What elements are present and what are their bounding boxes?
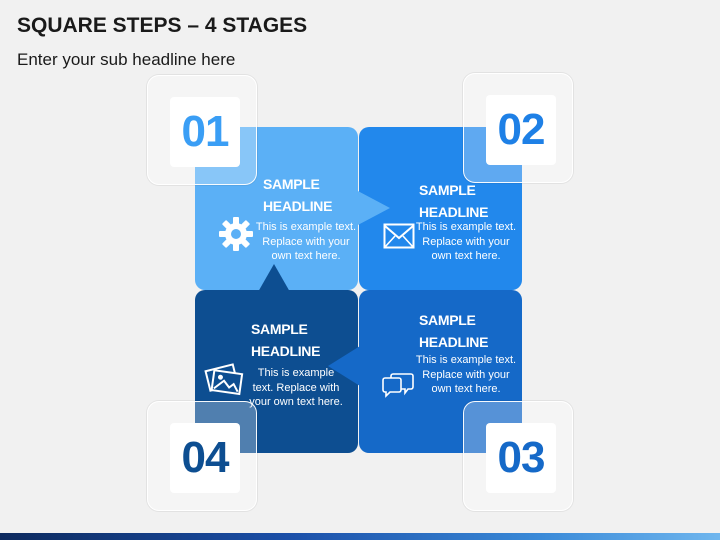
stage-3-headline-line1: SAMPLE xyxy=(419,309,529,331)
stage-3-headline-line2: HEADLINE xyxy=(419,331,529,353)
slide-title: SQUARE STEPS – 4 STAGES xyxy=(17,14,307,38)
stage-1-headline-line2: HEADLINE xyxy=(263,195,373,217)
stage-2-body: This is example text. Replace with your … xyxy=(414,220,518,264)
stage-4-body: This is example text. Replace with your … xyxy=(249,366,343,410)
stage-3-number: 03 xyxy=(486,423,556,493)
chat-bubbles-icon xyxy=(381,368,415,400)
footer-accent-bar xyxy=(0,533,720,540)
photos-icon xyxy=(204,362,244,396)
stage-1-headline: SAMPLE HEADLINE xyxy=(263,173,373,217)
gear-icon xyxy=(218,216,254,252)
slide-subtitle: Enter your sub headline here xyxy=(17,50,235,70)
stage-2-number: 02 xyxy=(486,95,556,165)
stage-2-headline-line1: SAMPLE xyxy=(419,179,529,201)
stage-2-headline: SAMPLE HEADLINE xyxy=(419,179,529,223)
envelope-icon xyxy=(383,223,415,249)
stage-4-headline: SAMPLE HEADLINE xyxy=(251,318,361,362)
stage-1-headline-line1: SAMPLE xyxy=(263,173,373,195)
stage-4-to-1-arrow xyxy=(258,264,290,292)
stage-1-number: 01 xyxy=(170,97,240,167)
stage-3-body: This is example text. Replace with your … xyxy=(414,353,518,397)
stage-4-number: 04 xyxy=(170,423,240,493)
stage-4-headline-line1: SAMPLE xyxy=(251,318,361,340)
stage-4-headline-line2: HEADLINE xyxy=(251,340,361,362)
stage-3-headline: SAMPLE HEADLINE xyxy=(419,309,529,353)
stage-1-body: This is example text. Replace with your … xyxy=(254,220,358,264)
